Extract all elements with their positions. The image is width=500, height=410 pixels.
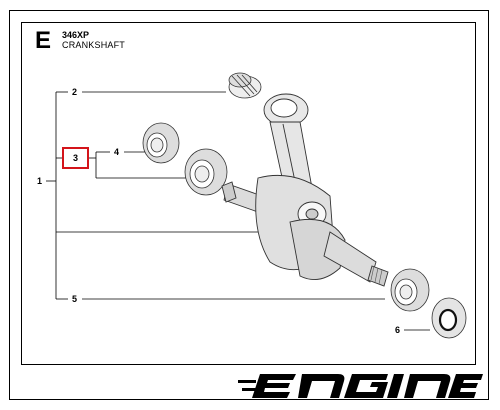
callout-5[interactable]: 5 (72, 294, 78, 304)
needle-bearing (228, 72, 262, 99)
section-letter: E (35, 27, 52, 54)
callout-1[interactable]: 1 (37, 176, 43, 186)
callout-6[interactable]: 6 (395, 325, 401, 335)
main-bearing (142, 122, 180, 164)
callout-3[interactable]: 3 (73, 153, 79, 163)
leader-lines (46, 91, 430, 331)
output-bearing (390, 268, 430, 312)
outer-frame (9, 10, 489, 400)
seal-ring (184, 148, 228, 196)
highlight-box (62, 147, 89, 169)
diagram-frame (21, 22, 476, 365)
engine-logo (238, 374, 483, 398)
part-title: CRANKSHAFT (62, 40, 126, 50)
oil-seal (431, 297, 467, 339)
model-number: 346XP (62, 30, 90, 40)
callout-2[interactable]: 2 (72, 87, 78, 97)
callout-4[interactable]: 4 (114, 147, 120, 157)
crankshaft-assembly (221, 93, 389, 287)
